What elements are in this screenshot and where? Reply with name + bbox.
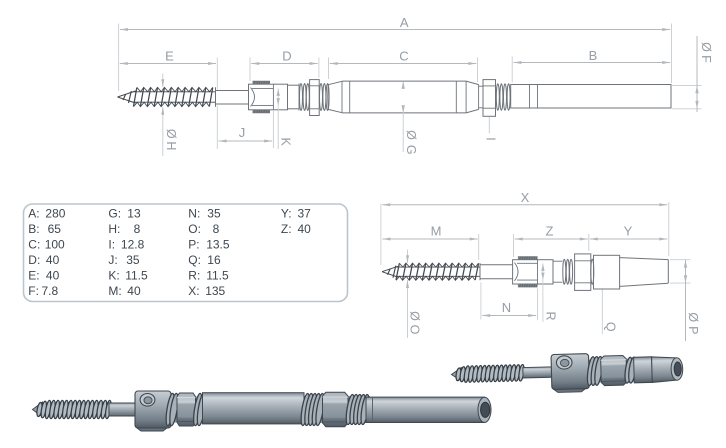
svg-text:X:: X: (188, 284, 199, 298)
svg-text:Y:: Y: (281, 207, 292, 221)
svg-text:I: I (484, 137, 498, 140)
svg-text:65: 65 (48, 222, 62, 236)
svg-text:M:: M: (108, 284, 121, 298)
svg-text:40: 40 (298, 222, 312, 236)
svg-text:11.5: 11.5 (206, 268, 229, 282)
svg-text:D:: D: (28, 253, 40, 267)
svg-text:100: 100 (45, 238, 65, 252)
svg-text:J: J (239, 125, 246, 140)
svg-text:N: N (502, 300, 511, 315)
svg-text:Q:: Q: (188, 253, 201, 267)
svg-text:H: H (164, 141, 178, 150)
svg-text:Ø: Ø (164, 129, 178, 139)
svg-text:K: K (279, 138, 293, 147)
svg-text:37: 37 (298, 207, 312, 221)
svg-text:P:: P: (188, 238, 199, 252)
svg-text:Ø: Ø (686, 312, 700, 322)
svg-text:G: G (404, 145, 418, 155)
svg-text:B: B (589, 48, 598, 63)
svg-text:I:: I: (108, 238, 115, 252)
svg-text:Ø: Ø (699, 42, 713, 52)
svg-text:8: 8 (213, 222, 220, 236)
svg-text:12.8: 12.8 (121, 238, 145, 252)
svg-text:40: 40 (127, 284, 141, 298)
svg-text:P: P (686, 326, 700, 334)
svg-text:R:: R: (188, 268, 200, 282)
svg-text:D: D (282, 48, 291, 63)
svg-text:Q: Q (604, 322, 618, 332)
svg-text:7.8: 7.8 (42, 284, 59, 298)
svg-text:R: R (544, 311, 558, 320)
svg-text:C:: C: (28, 238, 40, 252)
svg-text:K:: K: (108, 268, 119, 282)
svg-text:A:: A: (28, 207, 39, 221)
svg-text:8: 8 (134, 222, 141, 236)
svg-text:Z:: Z: (281, 222, 292, 236)
svg-text:E: E (165, 48, 174, 63)
svg-text:N:: N: (188, 207, 200, 221)
svg-text:O:: O: (188, 222, 201, 236)
svg-text:13: 13 (127, 207, 141, 221)
svg-text:16: 16 (207, 253, 221, 267)
svg-text:G:: G: (108, 207, 121, 221)
svg-text:F: F (699, 55, 713, 63)
svg-text:Ø: Ø (404, 130, 418, 140)
svg-text:B:: B: (28, 222, 39, 236)
svg-text:40: 40 (46, 268, 60, 282)
svg-text:11.5: 11.5 (125, 268, 148, 282)
svg-text:Y: Y (624, 224, 633, 239)
svg-text:280: 280 (45, 207, 65, 221)
svg-text:Z: Z (546, 224, 554, 239)
svg-text:F:: F: (28, 284, 39, 298)
svg-text:J:: J: (108, 253, 117, 267)
svg-text:H:: H: (108, 222, 120, 236)
svg-text:40: 40 (46, 253, 60, 267)
svg-text:M: M (431, 224, 442, 239)
svg-text:Ø: Ø (408, 311, 422, 321)
svg-text:E:: E: (28, 268, 39, 282)
svg-text:13.5: 13.5 (206, 238, 230, 252)
svg-text:A: A (400, 15, 409, 30)
svg-text:35: 35 (207, 207, 221, 221)
svg-text:35: 35 (126, 253, 140, 267)
svg-text:135: 135 (205, 284, 225, 298)
svg-text:X: X (521, 190, 530, 205)
svg-text:C: C (399, 48, 408, 63)
svg-text:O: O (408, 325, 422, 335)
